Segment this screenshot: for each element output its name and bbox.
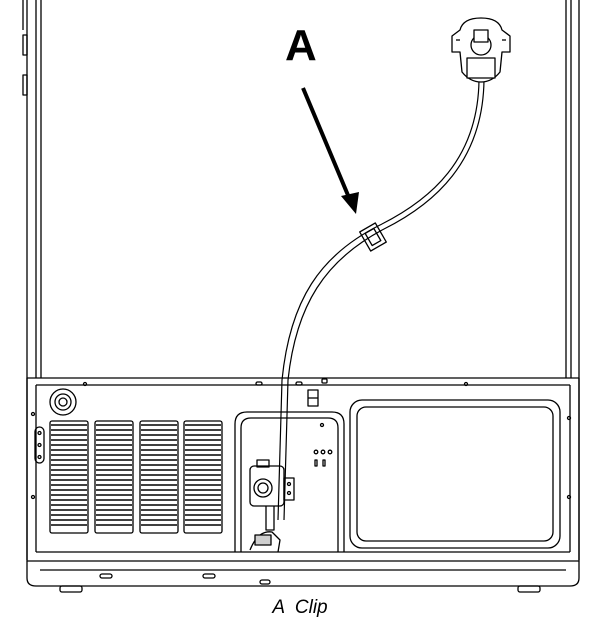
base-kickplate (26, 561, 580, 593)
caption-label: Clip (294, 597, 328, 618)
tube-bracket (307, 389, 319, 407)
water-tube (277, 79, 485, 521)
vent-column (139, 420, 179, 534)
cabinet-back-panel (22, 0, 580, 560)
vent-column (183, 420, 223, 534)
lower-access-panel (26, 377, 580, 562)
tube-clip-icon (359, 222, 387, 252)
vent-column (94, 420, 134, 534)
caption-letter: A (272, 597, 285, 618)
vent-column (49, 420, 89, 534)
water-valve-icon (249, 459, 295, 553)
water-inlet-fitting-icon (451, 17, 511, 83)
vent-grille (49, 420, 223, 534)
callout-arrow (301, 87, 359, 214)
valve-compartment (234, 411, 345, 552)
switch-icon (34, 426, 45, 464)
callout-label: A (285, 21, 317, 70)
power-knob-icon (49, 388, 77, 416)
figure-caption: A Clip (0, 597, 600, 619)
access-cover (349, 399, 561, 549)
